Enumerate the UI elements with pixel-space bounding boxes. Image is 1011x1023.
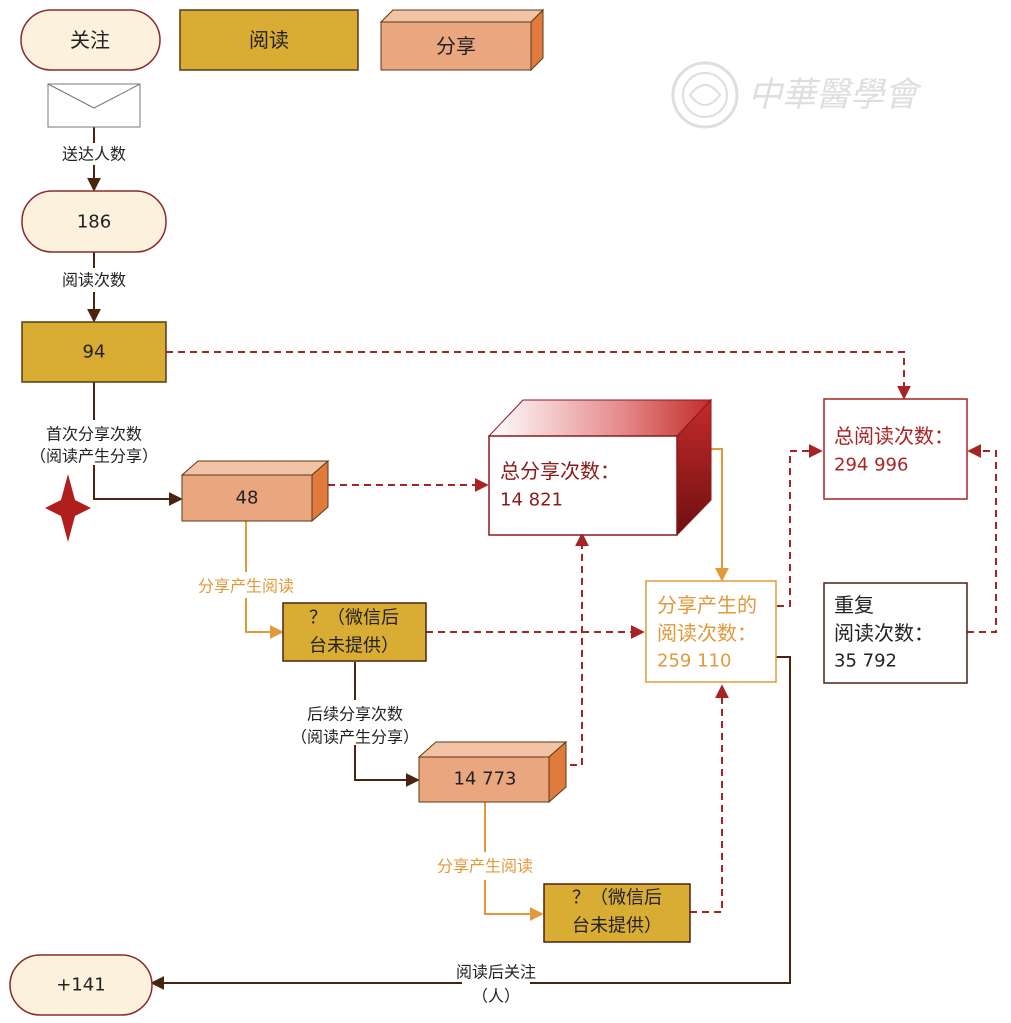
solid-connectors	[87, 127, 791, 990]
watermark-text: 中華醫學會	[748, 75, 923, 115]
repeat-read-label-line2: 阅读次数：	[834, 621, 934, 645]
read-node	[21, 321, 167, 383]
reach-value: 186	[77, 212, 111, 233]
share-read-label-1: 分享产生阅读	[198, 577, 294, 596]
emblem-icon	[671, 61, 739, 129]
read-value: 94	[83, 342, 106, 363]
follow-after-label-line2: （人）	[472, 987, 520, 1006]
dashed-connectors	[166, 351, 997, 913]
follow-after-label-line1: 阅读后关注	[456, 963, 536, 982]
first-share-node	[180, 459, 330, 523]
share-reads-label-line2: 阅读次数：	[657, 621, 757, 645]
watermark-logo: 中華醫學會	[671, 61, 923, 129]
unknown-node-2	[543, 883, 691, 943]
star-icon	[45, 474, 91, 542]
total-read-value: 294 996	[834, 455, 908, 476]
share-reads-label-line1: 分享产生的	[657, 593, 757, 617]
unknown-2-line2: 台未提供）	[572, 916, 662, 937]
orange-connectors	[245, 448, 729, 921]
repeat-read-node	[823, 582, 968, 684]
legend-share-label: 分享	[436, 34, 476, 58]
legend-read-shape	[179, 9, 359, 71]
share-reads-node	[645, 580, 777, 683]
reach-node	[21, 190, 167, 253]
follow-after-node	[9, 954, 153, 1016]
share-read-label-2: 分享产生阅读	[437, 857, 533, 876]
first-share-label-line1: 首次分享次数	[46, 425, 142, 444]
follow-after-value: +141	[56, 975, 105, 996]
subsequent-share-label-line1: 后续分享次数	[307, 705, 403, 724]
total-share-node	[487, 398, 713, 537]
unknown-1-line1: ？（微信后	[309, 608, 399, 629]
unknown-node-1	[282, 602, 427, 662]
first-share-value: 48	[236, 488, 259, 509]
repeat-read-value: 35 792	[834, 651, 897, 672]
unknown-1-line2: 台未提供）	[309, 636, 399, 657]
unknown-2-line1: ？（微信后	[572, 888, 662, 909]
first-share-label-line2: （阅读产生分享）	[30, 447, 158, 466]
total-read-node	[823, 398, 968, 500]
legend-follow-label: 关注	[70, 28, 110, 52]
total-read-label: 总阅读次数：	[834, 424, 954, 448]
envelope-icon	[47, 83, 141, 128]
legend-read-label: 阅读	[249, 28, 289, 52]
legend-share-shape	[379, 8, 545, 72]
subsequent-share-node	[417, 740, 568, 804]
legend-follow-shape	[20, 9, 161, 71]
subsequent-share-label-line2: （阅读产生分享）	[291, 728, 419, 747]
read-count-label: 阅读次数	[62, 271, 126, 290]
subsequent-share-value: 14 773	[454, 769, 517, 790]
total-share-value: 14 821	[500, 490, 563, 511]
repeat-read-label-line1: 重复	[834, 593, 874, 617]
delivered-label: 送达人数	[62, 145, 126, 164]
share-reads-value: 259 110	[657, 651, 731, 672]
legend: 关注 阅读 分享	[20, 8, 545, 72]
total-share-label: 总分享次数：	[500, 459, 620, 483]
